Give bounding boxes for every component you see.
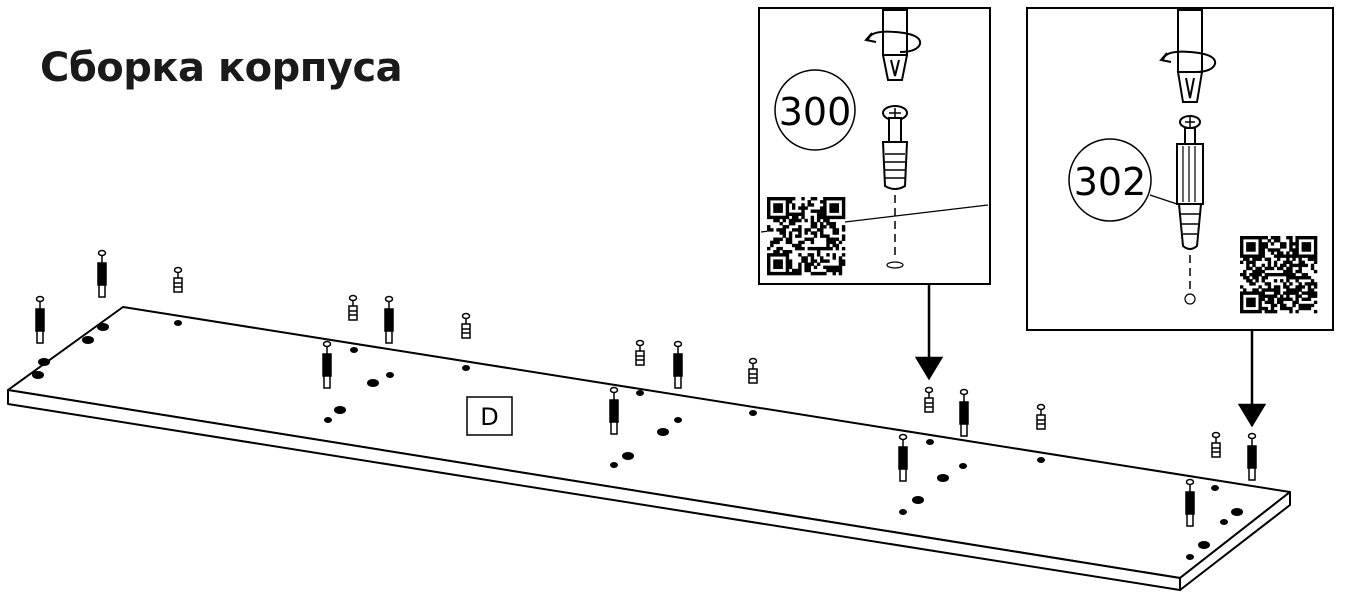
dowel-icon <box>898 433 908 482</box>
arrow-down-icon <box>1237 330 1267 428</box>
hole-0 <box>97 323 109 331</box>
panel-d <box>7 306 1291 591</box>
hole-7 <box>386 372 394 378</box>
fasteners <box>35 249 1257 527</box>
page-title: Сборка корпуса <box>40 45 403 91</box>
panel-holes <box>32 320 1243 560</box>
detail-box-left: 300 <box>758 7 991 285</box>
hole-1 <box>82 336 94 344</box>
hole-3 <box>32 371 44 379</box>
part-number-300: 300 <box>779 90 852 134</box>
panel-label-box: D <box>466 396 513 436</box>
dowel-icon <box>959 388 969 437</box>
hole-26 <box>1186 554 1194 560</box>
dowel-icon <box>322 340 332 389</box>
hole-18 <box>937 474 949 482</box>
arrow-down-icon <box>914 284 944 381</box>
hole-15 <box>749 410 757 416</box>
detail-box-right: 302 <box>1026 7 1334 331</box>
hole-5 <box>350 347 358 353</box>
cam-bolt-icon <box>924 386 934 413</box>
cam-bolt-icon <box>1211 431 1221 458</box>
hole-10 <box>462 365 470 371</box>
hole-13 <box>622 452 634 460</box>
qr-code-icon <box>1240 236 1318 314</box>
cam-bolt-icon <box>173 266 183 293</box>
hole-19 <box>912 496 924 504</box>
dowel-icon <box>97 249 107 298</box>
dowel-icon <box>1185 478 1195 527</box>
hole-20 <box>899 509 907 515</box>
panel-label: D <box>480 403 498 431</box>
hole-12 <box>674 417 682 423</box>
hole-14 <box>610 462 618 468</box>
hole-2 <box>38 358 50 366</box>
cam-bolt-icon <box>461 312 471 339</box>
hole-8 <box>334 406 346 414</box>
dowel-icon <box>609 386 619 435</box>
cam-bolt-icon <box>348 294 358 321</box>
qr-code-icon <box>767 197 846 276</box>
dowel-icon <box>35 295 45 344</box>
hole-17 <box>959 463 967 469</box>
cam-bolt-icon <box>748 357 758 384</box>
dowel-icon <box>673 340 683 389</box>
hole-21 <box>1037 457 1045 463</box>
hole-6 <box>367 379 379 387</box>
hole-16 <box>926 439 934 445</box>
hole-24 <box>1220 519 1228 525</box>
hole-22 <box>1211 485 1219 491</box>
part-number-302: 302 <box>1074 160 1147 204</box>
screwdriver-icon <box>864 9 922 81</box>
hole-27 <box>636 390 644 396</box>
cam-bolt-icon <box>881 105 909 190</box>
hole-11 <box>657 428 669 436</box>
hole-25 <box>1198 541 1210 549</box>
hole-9 <box>324 417 332 423</box>
dowel-icon <box>1247 432 1257 481</box>
dowel-icon <box>384 295 394 344</box>
cam-bolt-icon <box>1036 403 1046 430</box>
dowel-icon <box>1176 115 1204 250</box>
cam-bolt-icon <box>635 339 645 366</box>
hole-23 <box>1231 508 1243 516</box>
screwdriver-icon <box>1159 9 1217 103</box>
hole-4 <box>174 320 182 326</box>
